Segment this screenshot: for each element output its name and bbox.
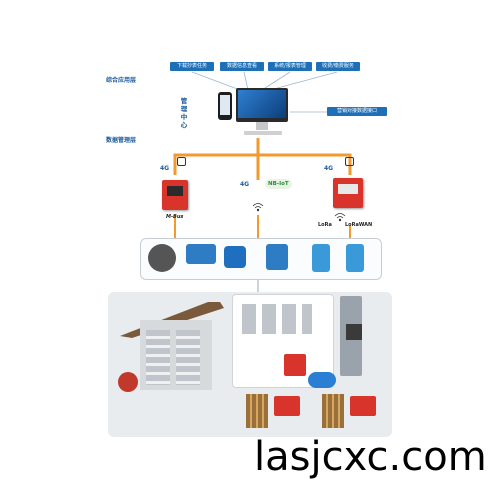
pipe-valve-icon (118, 372, 138, 392)
left-signal-icon (177, 157, 186, 166)
actuator-valve-icon (266, 244, 288, 270)
marketing-interface-box: 营销对接数据接口 (327, 107, 387, 116)
lorawan-label: LoRaWAN (345, 222, 373, 228)
data-layer-label: 数据管理层 (106, 137, 137, 144)
service-data-view: 数据信息查看 (220, 62, 264, 71)
meter-devices-panel (140, 238, 382, 280)
center-gateway-device (284, 354, 306, 376)
right-gateway-device (333, 178, 363, 208)
watermark-text: lasjcxc.com (254, 434, 487, 480)
right-signal-icon (345, 157, 354, 166)
meter-box-grid (242, 304, 312, 334)
wireless-signal-icon (252, 203, 346, 222)
mbus-label: M-Bus (166, 214, 184, 220)
cloud-icon (308, 372, 336, 388)
keyboard-icon (244, 131, 282, 135)
bottom-gateway-left (274, 396, 300, 416)
water-meter-icon (312, 244, 330, 272)
apartment-units (146, 330, 170, 385)
service-system-report: 系统/报表管理 (268, 62, 312, 71)
service-link-line (191, 71, 241, 91)
flow-meter-icon (186, 244, 216, 264)
heat-meter-icon (224, 246, 246, 268)
pc-tower-icon (346, 324, 362, 340)
service-link-line (269, 71, 338, 91)
pipe-bundle-right (322, 394, 344, 428)
left-4g-label: 4G (160, 165, 170, 172)
smartphone-icon (218, 92, 232, 120)
monitor-stand (256, 122, 268, 130)
service-billing: 收费/缴费服务 (316, 62, 360, 71)
service-link-line (261, 71, 291, 91)
orange-network-line (173, 138, 352, 180)
app-layer-label: 综合应用层 (106, 77, 137, 84)
smart-water-meter-icon (346, 244, 364, 272)
bottom-gateway-right (350, 396, 376, 416)
middle-4g-label: 4G (240, 181, 250, 188)
right-4g-label: 4G (324, 165, 334, 172)
lora-label: LoRa (318, 222, 332, 228)
nbiot-logo: NB-IoT (265, 179, 292, 189)
valve-meter-icon (148, 244, 176, 272)
service-link-line (243, 71, 249, 91)
computer-monitor-icon (236, 88, 288, 122)
service-download-task: 下载抄表任务 (170, 62, 214, 71)
pipe-bundle-left (246, 394, 268, 428)
heat-units (176, 330, 200, 385)
left-gateway-device (162, 180, 188, 210)
management-center-label: 管理中心 (180, 97, 188, 129)
